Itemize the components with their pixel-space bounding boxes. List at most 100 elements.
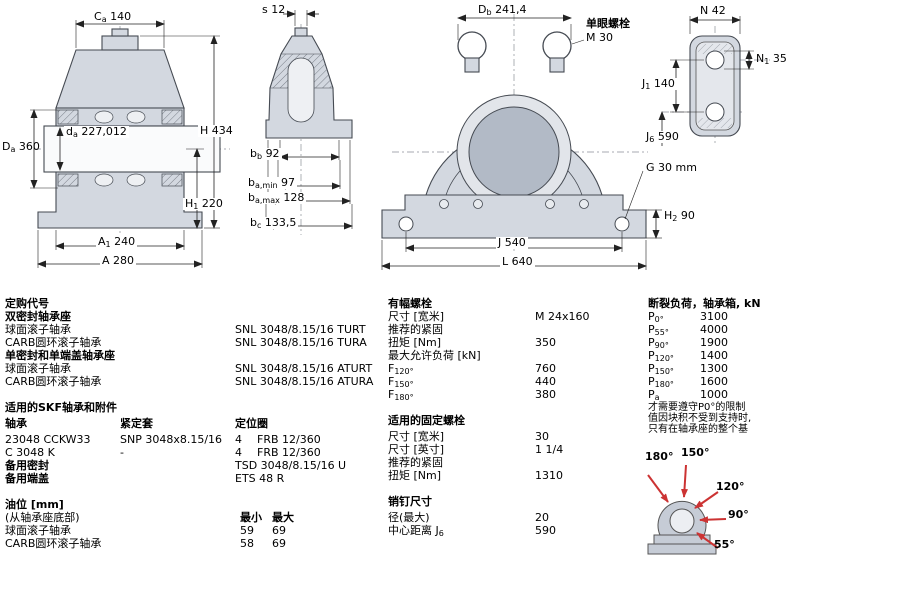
breaking-note: 只有在轴承座的整个基 <box>648 424 748 435</box>
oil-min-header: 最小 <box>240 511 262 524</box>
breaking-pa-value: 1000 <box>700 388 728 401</box>
single-seal-heading: 单密封和单端盖轴承座 <box>5 349 115 362</box>
dim-s-value: 12 <box>271 3 286 16</box>
breaking-note: 才需要遵守P0°的限制 <box>648 402 746 413</box>
dim-Db-value: 241,4 <box>495 3 527 16</box>
breaking-p90-value: 1900 <box>700 336 728 349</box>
double-seal-heading: 双密封轴承座 <box>5 310 71 323</box>
spare-cover-value: ETS 48 R <box>235 472 285 485</box>
dim-ca-value: 140 <box>110 10 132 23</box>
cap-bolts-torque-label: 扭矩 [Nm] <box>388 336 442 349</box>
bearings-col3-header: 定位圈 <box>235 417 268 430</box>
breaking-p55-value: 4000 <box>700 323 728 336</box>
eyebolt-size: M 30 <box>586 31 613 44</box>
breaking-p0-value: 3100 <box>700 310 728 323</box>
oil-row-max: 69 <box>272 524 286 537</box>
top-view-drawing <box>658 16 770 146</box>
oil-title: 油位 [mm] <box>5 498 64 511</box>
ring-qty: 4 <box>235 446 242 459</box>
breaking-p150-value: 1300 <box>700 362 728 375</box>
dim-G: G 30 mm <box>644 161 699 174</box>
dim-L-value: 640 <box>511 255 533 268</box>
angle-label-55: 55° <box>714 538 735 551</box>
dim-bb: bb 92 <box>248 147 282 161</box>
max-load-label: 最大允许负荷 [kN] <box>388 349 481 362</box>
breaking-title: 断裂负荷，轴承箱, kN <box>648 297 761 310</box>
pin-dia-value: 20 <box>535 511 549 524</box>
ordering-row-value: SNL 3048/8.15/16 ATURT <box>235 362 373 375</box>
load-f120-label: F120° <box>388 362 414 376</box>
load-f180-label: F180° <box>388 388 414 402</box>
oil-row-label: CARB圆环滚子轴承 <box>5 537 102 550</box>
dim-A-value: 280 <box>113 254 135 267</box>
front-section-drawing <box>30 20 230 268</box>
sleeve-designation: - <box>120 446 124 459</box>
dim-da-value: 227,012 <box>81 125 127 138</box>
spare-seal-label: 备用密封 <box>5 459 49 472</box>
ordering-title: 定购代号 <box>5 297 49 310</box>
load-f180-value: 380 <box>535 388 556 401</box>
angle-label-120: 120° <box>716 480 745 493</box>
dim-A1-value: 240 <box>114 235 136 248</box>
pin-cc-value: 590 <box>535 524 556 537</box>
dim-A1: A1 240 <box>96 235 138 249</box>
dim-da: da 227,012 <box>64 125 129 139</box>
side-section-drawing <box>265 10 353 235</box>
oil-row-label: 球面滚子轴承 <box>5 524 71 537</box>
pin-cc-label: 中心距离 J6 <box>388 524 444 538</box>
dim-s: s 12 <box>262 3 286 16</box>
pin-dia-label: 径(最大) <box>388 511 430 524</box>
dim-bamax: ba,max 128 <box>246 191 307 205</box>
oil-row-min: 59 <box>240 524 254 537</box>
dim-N: N 42 <box>700 4 726 17</box>
pins-title: 销钉尺寸 <box>388 495 432 508</box>
dim-Da-value: 360 <box>18 140 40 153</box>
ring-qty: 4 <box>235 433 242 446</box>
ordering-row-value: SNL 3048/8.15/16 TURT <box>235 323 366 336</box>
breaking-p180-label: P180° <box>648 375 674 389</box>
cap-bolts-torque-value: 350 <box>535 336 556 349</box>
front-view-drawing <box>381 14 662 270</box>
load-f150-label: F150° <box>388 375 414 389</box>
dim-Da: Da 360 <box>2 140 40 154</box>
dim-bb-value: 92 <box>265 147 280 160</box>
dim-L: L 640 <box>500 255 535 268</box>
dim-bamax-value: 128 <box>283 191 305 204</box>
ordering-row-value: SNL 3048/8.15/16 TURA <box>235 336 367 349</box>
fixing-torque-label: 扭矩 [Nm] <box>388 469 442 482</box>
dim-N1: N1 35 <box>756 52 787 66</box>
bearings-title: 适用的SKF轴承和附件 <box>5 401 117 414</box>
fixing-torque-value: 1310 <box>535 469 563 482</box>
load-f120-value: 760 <box>535 362 556 375</box>
dim-N-value: 42 <box>711 4 726 17</box>
ordering-row-label: CARB圆环滚子轴承 <box>5 336 102 349</box>
oil-row-max: 69 <box>272 537 286 550</box>
technical-drawings <box>30 10 770 270</box>
breaking-note: 值因块积不受到支持时, <box>648 413 752 424</box>
load-direction-diagram <box>647 464 727 555</box>
ring-designation: FRB 12/360 <box>257 446 321 459</box>
oil-max-header: 最大 <box>272 511 294 524</box>
dim-bc-value: 133,5 <box>264 216 297 229</box>
breaking-p0-label: P0° <box>648 310 664 324</box>
cap-bolts-size-value: M 24x160 <box>535 310 590 323</box>
eyebolt-label: 单眼螺栓 <box>586 17 630 30</box>
dim-J6: J6 590 <box>644 130 681 144</box>
cap-bolts-rec-label: 推荐的紧固 <box>388 323 443 336</box>
angle-label-150: 150° <box>681 446 710 459</box>
ordering-row-value: SNL 3048/8.15/16 ATURA <box>235 375 374 388</box>
dim-J6-value: 590 <box>657 130 679 143</box>
cap-bolts-size-label: 尺寸 [宽米] <box>388 310 445 323</box>
breaking-pa-label: Pa <box>648 388 660 402</box>
dim-N1-value: 35 <box>772 52 787 65</box>
fixing-inch-value: 1 1/4 <box>535 443 564 456</box>
dim-bamin: ba,min 97 <box>246 176 298 190</box>
breaking-p120-value: 1400 <box>700 349 728 362</box>
load-arrow-90 <box>699 516 727 524</box>
dim-H2: H2 90 <box>664 209 695 223</box>
cap-bolts-title: 有幅螺栓 <box>388 297 432 310</box>
bearing-designation: 23048 CCKW33 <box>5 433 91 446</box>
dim-ca: Ca 140 <box>94 10 132 24</box>
fixing-rec-label: 推荐的紧固 <box>388 456 443 469</box>
fixing-metric-value: 30 <box>535 430 549 443</box>
